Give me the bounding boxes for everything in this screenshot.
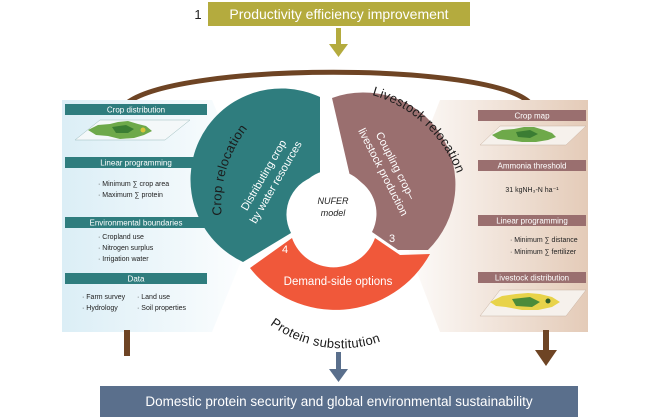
outer-label-bottom: Protein substitution bbox=[268, 315, 382, 352]
panel-header: Linear programming bbox=[100, 159, 172, 168]
right-panel-crop-map: Crop map bbox=[478, 110, 587, 146]
left-down-arrow-icon bbox=[124, 330, 130, 356]
top-banner-number: 1 bbox=[194, 7, 201, 22]
segment-number: 2 bbox=[320, 146, 326, 158]
panel-item: · Farm survey bbox=[82, 294, 126, 301]
left-panel-crop-distribution: Crop distribution bbox=[65, 104, 207, 141]
segment-demand-side bbox=[250, 238, 430, 310]
top-banner-box bbox=[208, 2, 470, 26]
nufer-ring bbox=[190, 88, 456, 310]
down-arrow-icon bbox=[329, 352, 348, 382]
ammonia-threshold-value: 31 kgNH₃-N ha⁻¹ bbox=[505, 187, 559, 194]
left-panel-environmental-boundaries: Environmental boundaries · Cropland use … bbox=[65, 217, 207, 263]
panel-item: · Irrigation water bbox=[98, 256, 149, 263]
right-panel-linear-programming: Linear programming · Minimum ∑ distance … bbox=[478, 215, 586, 256]
panel-item: · Cropland use bbox=[98, 234, 144, 241]
panel-header: Crop distribution bbox=[107, 106, 165, 115]
panel-item: · Minimum ∑ fertilizer bbox=[510, 249, 577, 256]
panel-item: · Hydrology bbox=[82, 305, 118, 312]
panel-item: · Minimum ∑ distance bbox=[510, 237, 578, 244]
crop-map-thumbnail-left bbox=[74, 119, 191, 141]
top-banner-title: Productivity efficiency improvement bbox=[229, 6, 448, 22]
panel-header: Livestock distribution bbox=[495, 274, 569, 283]
segment-crop-livestock bbox=[332, 92, 456, 250]
panel-header: Data bbox=[128, 275, 145, 284]
bottom-banner-box bbox=[100, 386, 578, 417]
crop-map-thumbnail-right bbox=[479, 125, 587, 146]
bottom-banner-title: Domestic protein security and global env… bbox=[145, 394, 532, 409]
left-panel-data: Data · Farm survey · Hydrology · Land us… bbox=[65, 273, 207, 312]
center-label: model bbox=[321, 208, 347, 218]
panel-header: Environmental boundaries bbox=[90, 219, 183, 228]
panel-header: Linear programming bbox=[496, 217, 568, 226]
right-down-arrow-icon bbox=[535, 330, 557, 366]
connector-arc bbox=[125, 69, 532, 106]
segment-number: 4 bbox=[282, 244, 288, 256]
center-label: NUFER bbox=[318, 196, 349, 206]
left-panel-linear-programming: Linear programming · Minimum ∑ crop area… bbox=[65, 157, 207, 199]
segment-label: Demand-side options bbox=[284, 276, 393, 288]
livestock-map-thumbnail bbox=[479, 289, 587, 317]
right-panel-ammonia-threshold: Ammonia threshold 31 kgNH₃-N ha⁻¹ bbox=[478, 160, 586, 194]
bottom-banner: Domestic protein security and global env… bbox=[100, 386, 578, 417]
panel-item: · Minimum ∑ crop area bbox=[98, 181, 169, 188]
down-arrow-icon bbox=[329, 28, 348, 57]
panel-item: · Land use bbox=[137, 294, 170, 301]
panel-header: Ammonia threshold bbox=[498, 162, 567, 171]
panel-header: Crop map bbox=[514, 112, 550, 121]
panel-item: · Maximum ∑ protein bbox=[98, 192, 163, 199]
top-banner: 1 Productivity efficiency improvement bbox=[194, 2, 470, 26]
right-panel-livestock-distribution: Livestock distribution bbox=[478, 272, 587, 317]
segment-crop-water bbox=[190, 88, 320, 263]
panel-item: · Soil properties bbox=[137, 305, 187, 312]
segment-number: 3 bbox=[389, 233, 395, 245]
panel-item: · Nitrogen surplus bbox=[98, 245, 154, 252]
